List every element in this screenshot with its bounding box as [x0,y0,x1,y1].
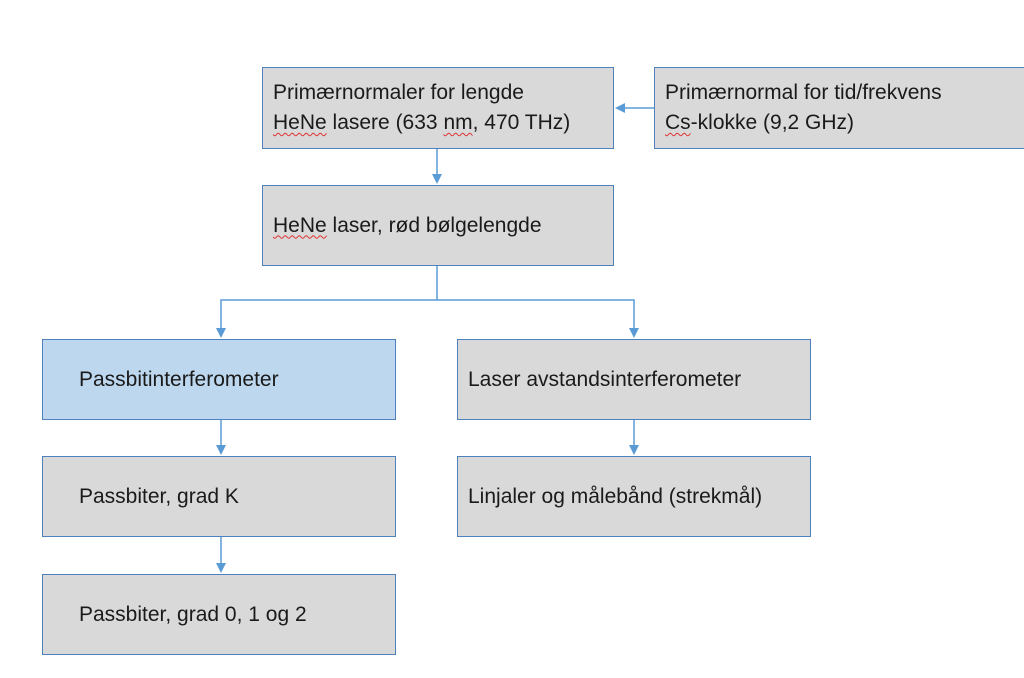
length-standard-hene-word: HeNe [273,111,327,134]
connector-hene-split [216,266,438,338]
gauge-blocks-grade-k-label: Passbiter, grad K [79,484,239,508]
length-standard-mid: lasere (633 [326,111,444,134]
gauge-blocks-grade-012-box: Passbiter, grad 0, 1 og 2 [42,574,396,655]
laser-distance-interferometer-box: Laser avstandsinterferometer [457,339,811,420]
length-standard-box: Primærnormaler for lengde HeNe lasere (6… [262,67,614,149]
length-standard-subtitle: HeNe lasere (633 nm, 470 THz) [273,108,613,138]
time-standard-cs-word: Cs [665,111,691,134]
gauge-blocks-grade-012-label: Passbiter, grad 0, 1 og 2 [79,602,307,626]
length-standard-title: Primærnormaler for lengde [273,81,524,104]
gauge-blocks-grade-k-box: Passbiter, grad K [42,456,396,537]
gauge-block-interferometer-label: Passbitinterferometer [79,367,279,391]
length-standard-end: , 470 THz) [472,111,571,134]
rulers-and-tapes-box: Linjaler og målebånd (strekmål) [457,456,811,537]
time-standard-box: Primærnormal for tid/frekvens Cs-klokke … [654,67,1024,149]
gauge-block-interferometer-box: Passbitinterferometer [42,339,396,420]
rulers-and-tapes-label: Linjaler og målebånd (strekmål) [468,484,763,508]
hene-laser-box: HeNe laser, rød bølgelengde [262,185,614,266]
hene-laser-word: HeNe [273,213,327,237]
connector-hene-to-laserif [437,299,639,338]
time-standard-title: Primærnormal for tid/frekvens [665,81,942,104]
hene-laser-rest: laser, rød bølgelengde [326,213,542,237]
hene-laser-label: HeNe laser, rød bølgelengde [273,211,613,241]
length-standard-unit: nm [443,111,473,134]
time-standard-end: -klokke (9,2 GHz) [690,111,855,134]
laser-distance-interferometer-label: Laser avstandsinterferometer [468,367,742,391]
time-standard-subtitle: Cs-klokke (9,2 GHz) [665,108,1024,138]
